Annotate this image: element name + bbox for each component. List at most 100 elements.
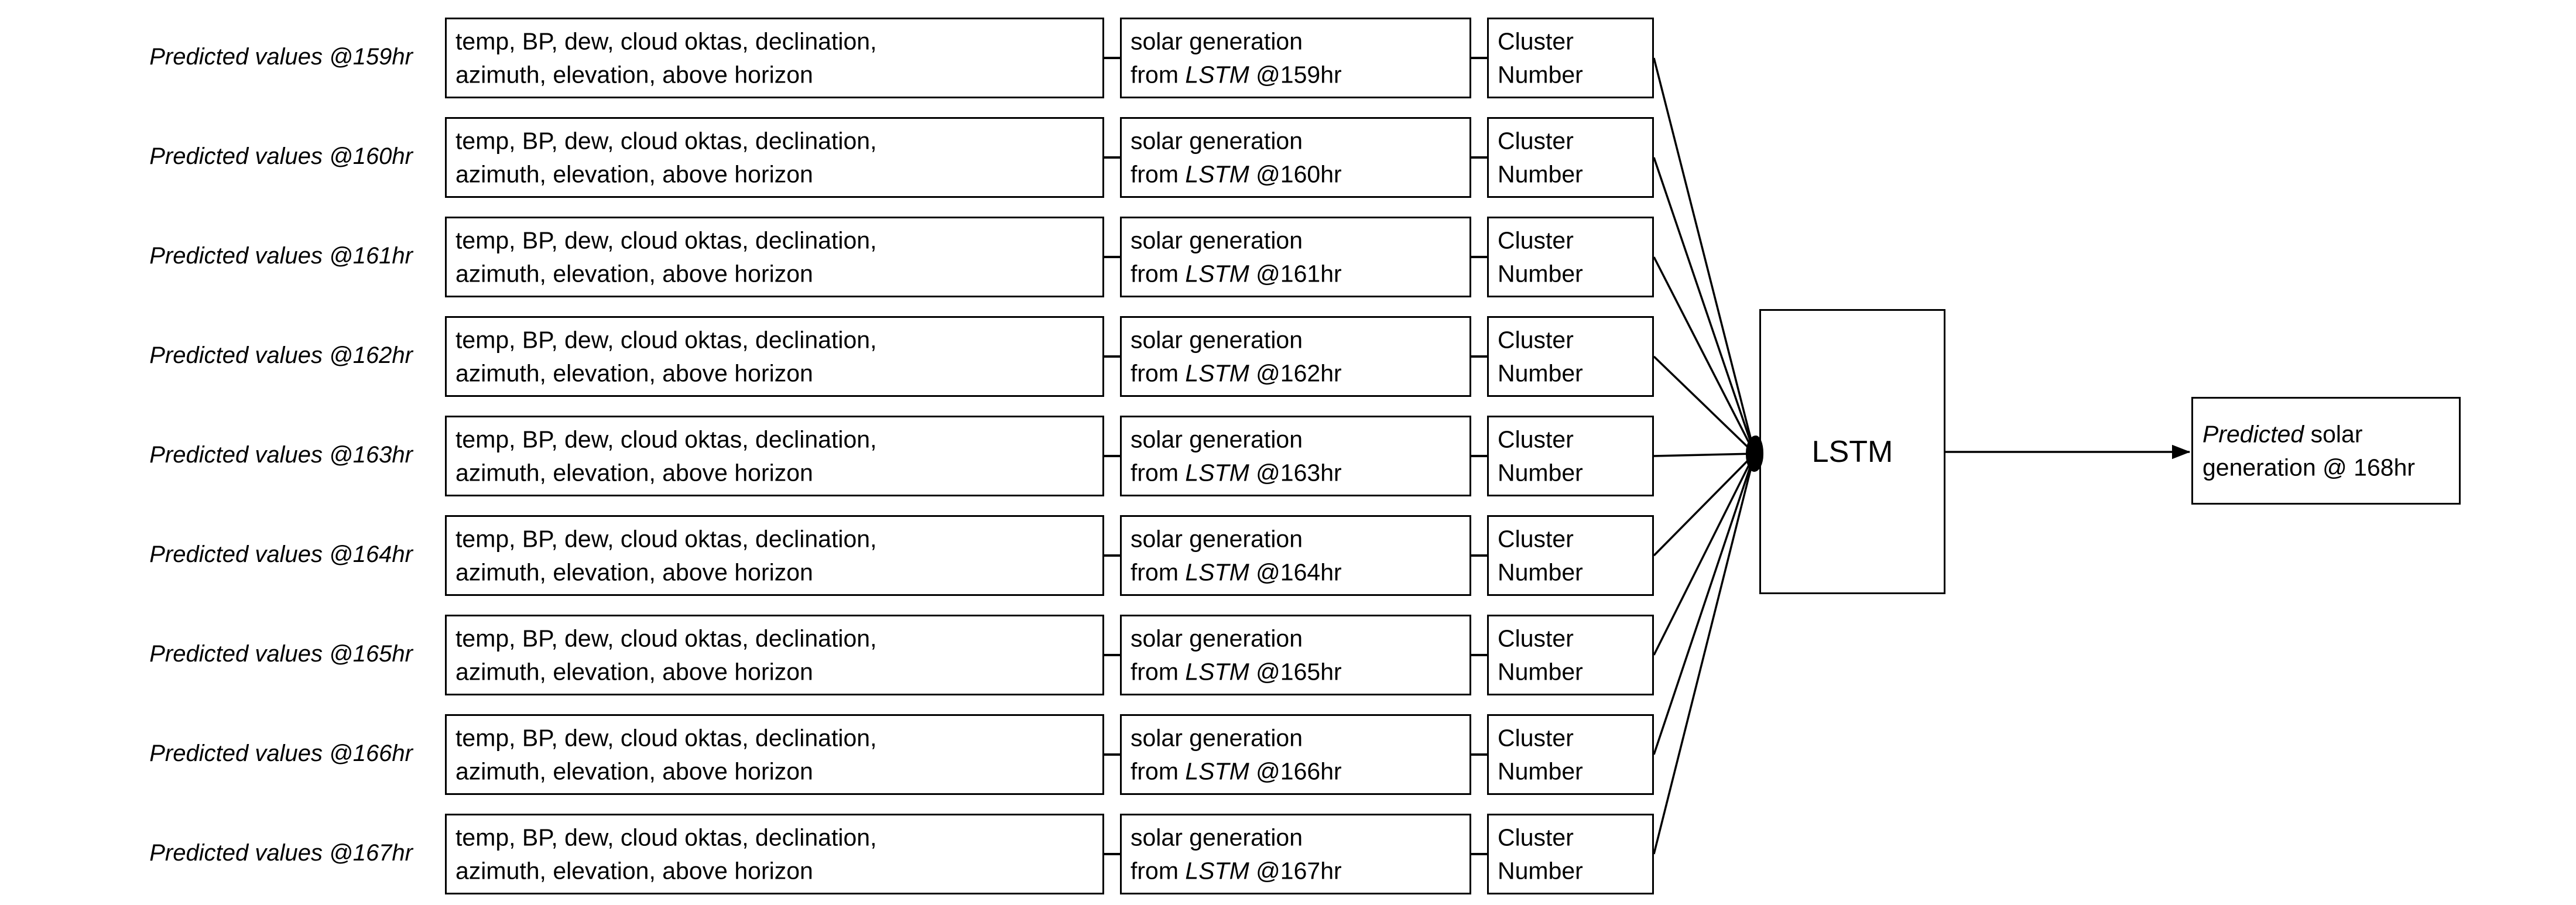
output-rest-line1: solar (2304, 420, 2363, 448)
solar-model: LSTM (1185, 160, 1249, 187)
output-line2: generation @ 168hr (2202, 454, 2416, 481)
solar-model: LSTM (1185, 757, 1249, 784)
cluster-to-junction-line (1653, 453, 1756, 755)
output-emphasis: Predicted (2202, 420, 2304, 448)
solar-from: from (1131, 558, 1179, 585)
feature-text: temp, BP, dew, cloud oktas, declination,… (455, 323, 1098, 389)
connector-solar-to-cluster (1471, 57, 1487, 59)
cluster-to-junction-line (1653, 453, 1756, 855)
lstm-block[interactable]: LSTM (1759, 309, 1945, 594)
cluster-line-2: Number (1498, 260, 1583, 287)
solar-hour: @163hr (1256, 459, 1342, 486)
connector-solar-to-cluster (1471, 455, 1487, 457)
cluster-to-junction-line (1653, 453, 1756, 656)
cluster-line-2: Number (1498, 757, 1583, 784)
row-label: Predicted values @161hr (149, 243, 413, 269)
cluster-line-2: Number (1498, 459, 1583, 486)
feature-text: temp, BP, dew, cloud oktas, declination,… (455, 124, 1098, 190)
feature-box[interactable]: temp, BP, dew, cloud oktas, declination,… (445, 316, 1104, 397)
cluster-line-1: Cluster (1498, 724, 1574, 752)
solar-line-1: solar generation (1131, 326, 1303, 354)
feature-line-2: azimuth, elevation, above horizon (455, 658, 813, 685)
solar-line-1: solar generation (1131, 227, 1303, 254)
feature-box[interactable]: temp, BP, dew, cloud oktas, declination,… (445, 515, 1104, 596)
feature-box[interactable]: temp, BP, dew, cloud oktas, declination,… (445, 18, 1104, 98)
feature-line-1: temp, BP, dew, cloud oktas, declination, (455, 724, 877, 752)
feature-line-1: temp, BP, dew, cloud oktas, declination, (455, 525, 877, 553)
connector-solar-to-cluster (1471, 654, 1487, 656)
connector-solar-to-cluster (1471, 355, 1487, 358)
solar-hour: @166hr (1256, 757, 1342, 784)
solar-line-1: solar generation (1131, 724, 1303, 752)
feature-box[interactable]: temp, BP, dew, cloud oktas, declination,… (445, 117, 1104, 198)
connector-feature-to-solar (1104, 156, 1120, 159)
feature-line-1: temp, BP, dew, cloud oktas, declination, (455, 625, 877, 652)
feature-line-1: temp, BP, dew, cloud oktas, declination, (455, 127, 877, 155)
solar-from: from (1131, 61, 1179, 88)
feature-line-1: temp, BP, dew, cloud oktas, declination, (455, 28, 877, 55)
feature-box[interactable]: temp, BP, dew, cloud oktas, declination,… (445, 615, 1104, 695)
cluster-to-junction-line (1653, 355, 1756, 455)
cluster-line-1: Cluster (1498, 127, 1574, 155)
cluster-line-2: Number (1498, 857, 1583, 884)
feature-text: temp, BP, dew, cloud oktas, declination,… (455, 821, 1098, 887)
connector-feature-to-solar (1104, 256, 1120, 258)
connector-feature-to-solar (1104, 853, 1120, 855)
connector-solar-to-cluster (1471, 256, 1487, 258)
cluster-line-1: Cluster (1498, 426, 1574, 453)
feature-text: temp, BP, dew, cloud oktas, declination,… (455, 721, 1098, 787)
output-box[interactable]: Predicted solar generation @ 168hr (2191, 397, 2461, 505)
feature-box[interactable]: temp, BP, dew, cloud oktas, declination,… (445, 814, 1104, 894)
connector-feature-to-solar (1104, 455, 1120, 457)
solar-hour: @164hr (1256, 558, 1342, 585)
solar-from: from (1131, 260, 1179, 287)
solar-hour: @160hr (1256, 160, 1342, 187)
connector-solar-to-cluster (1471, 156, 1487, 159)
connector-feature-to-solar (1104, 753, 1120, 756)
solar-model: LSTM (1185, 459, 1249, 486)
feature-line-2: azimuth, elevation, above horizon (455, 558, 813, 585)
solar-line-1: solar generation (1131, 824, 1303, 851)
feature-box[interactable]: temp, BP, dew, cloud oktas, declination,… (445, 416, 1104, 496)
row-label: Predicted values @166hr (149, 741, 413, 766)
solar-line-1: solar generation (1131, 525, 1303, 553)
feature-line-2: azimuth, elevation, above horizon (455, 857, 813, 884)
row-label: Predicted values @162hr (149, 342, 413, 368)
solar-from: from (1131, 857, 1179, 884)
feature-box[interactable]: temp, BP, dew, cloud oktas, declination,… (445, 217, 1104, 297)
feature-text: temp, BP, dew, cloud oktas, declination,… (455, 622, 1098, 688)
feature-box[interactable]: temp, BP, dew, cloud oktas, declination,… (445, 714, 1104, 795)
feature-line-2: azimuth, elevation, above horizon (455, 160, 813, 187)
cluster-line-1: Cluster (1498, 525, 1574, 553)
connector-solar-to-cluster (1471, 554, 1487, 557)
solar-from: from (1131, 658, 1179, 685)
